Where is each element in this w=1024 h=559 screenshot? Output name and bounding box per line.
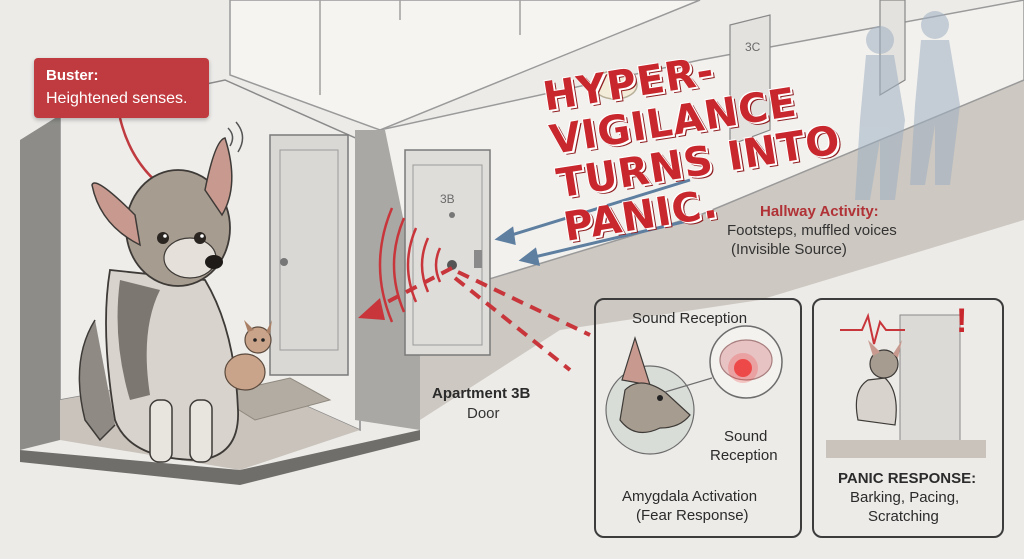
hallway-line-2: (Invisible Source)	[731, 241, 847, 258]
ghost-figures	[855, 11, 960, 200]
door-3c-number: 3C	[745, 40, 761, 54]
fear-signal-arrows	[371, 266, 591, 372]
sound-panel-illustration	[605, 325, 783, 455]
buster-description: Heightened senses.	[46, 90, 188, 107]
small-dog	[224, 320, 272, 391]
buster-dog	[78, 137, 239, 463]
door-3b-number: 3B	[440, 192, 455, 206]
interior-door	[269, 134, 349, 376]
panic-panel-illustration	[826, 310, 986, 458]
arrow-head-room	[358, 298, 385, 320]
door-3c	[729, 14, 771, 146]
buster-label: Buster: Heightened senses.	[34, 58, 209, 118]
apartment-title: Apartment 3B	[432, 385, 531, 402]
partition-wall	[355, 130, 420, 430]
sound-panel-caption-1: Amygdala Activation	[622, 488, 758, 505]
sound-reception-panel: Sound Reception Sound Reception Amygdala…	[594, 298, 802, 538]
apartment-subtitle: Door	[467, 405, 500, 422]
alert-icon: !	[956, 302, 968, 340]
ceiling-lamp	[592, 70, 638, 100]
sound-panel-caption-2: (Fear Response)	[636, 507, 749, 524]
panic-response-panel: ! PANIC RESPONSE: Barking, Pacing, Scrat…	[812, 298, 1004, 538]
brain-label-line-1: Sound	[724, 428, 768, 445]
room-left-wall	[20, 115, 60, 450]
panic-panel-line-1: Barking, Pacing,	[850, 489, 960, 506]
brain-label-line-2: Reception	[710, 447, 778, 464]
heartbeat-line	[840, 312, 905, 345]
sound-waves	[378, 207, 442, 323]
hallway-title: Hallway Activity:	[760, 203, 879, 220]
incoming-sound-arrows	[494, 178, 701, 267]
sound-panel-title: Sound Reception	[632, 310, 748, 327]
hallway-line-1: Footsteps, muffled voices	[727, 222, 897, 239]
panic-panel-line-2: Scratching	[868, 508, 939, 525]
buster-name: Buster:	[46, 67, 99, 84]
panic-panel-title: PANIC RESPONSE:	[838, 470, 977, 487]
floor-slab	[20, 430, 420, 485]
